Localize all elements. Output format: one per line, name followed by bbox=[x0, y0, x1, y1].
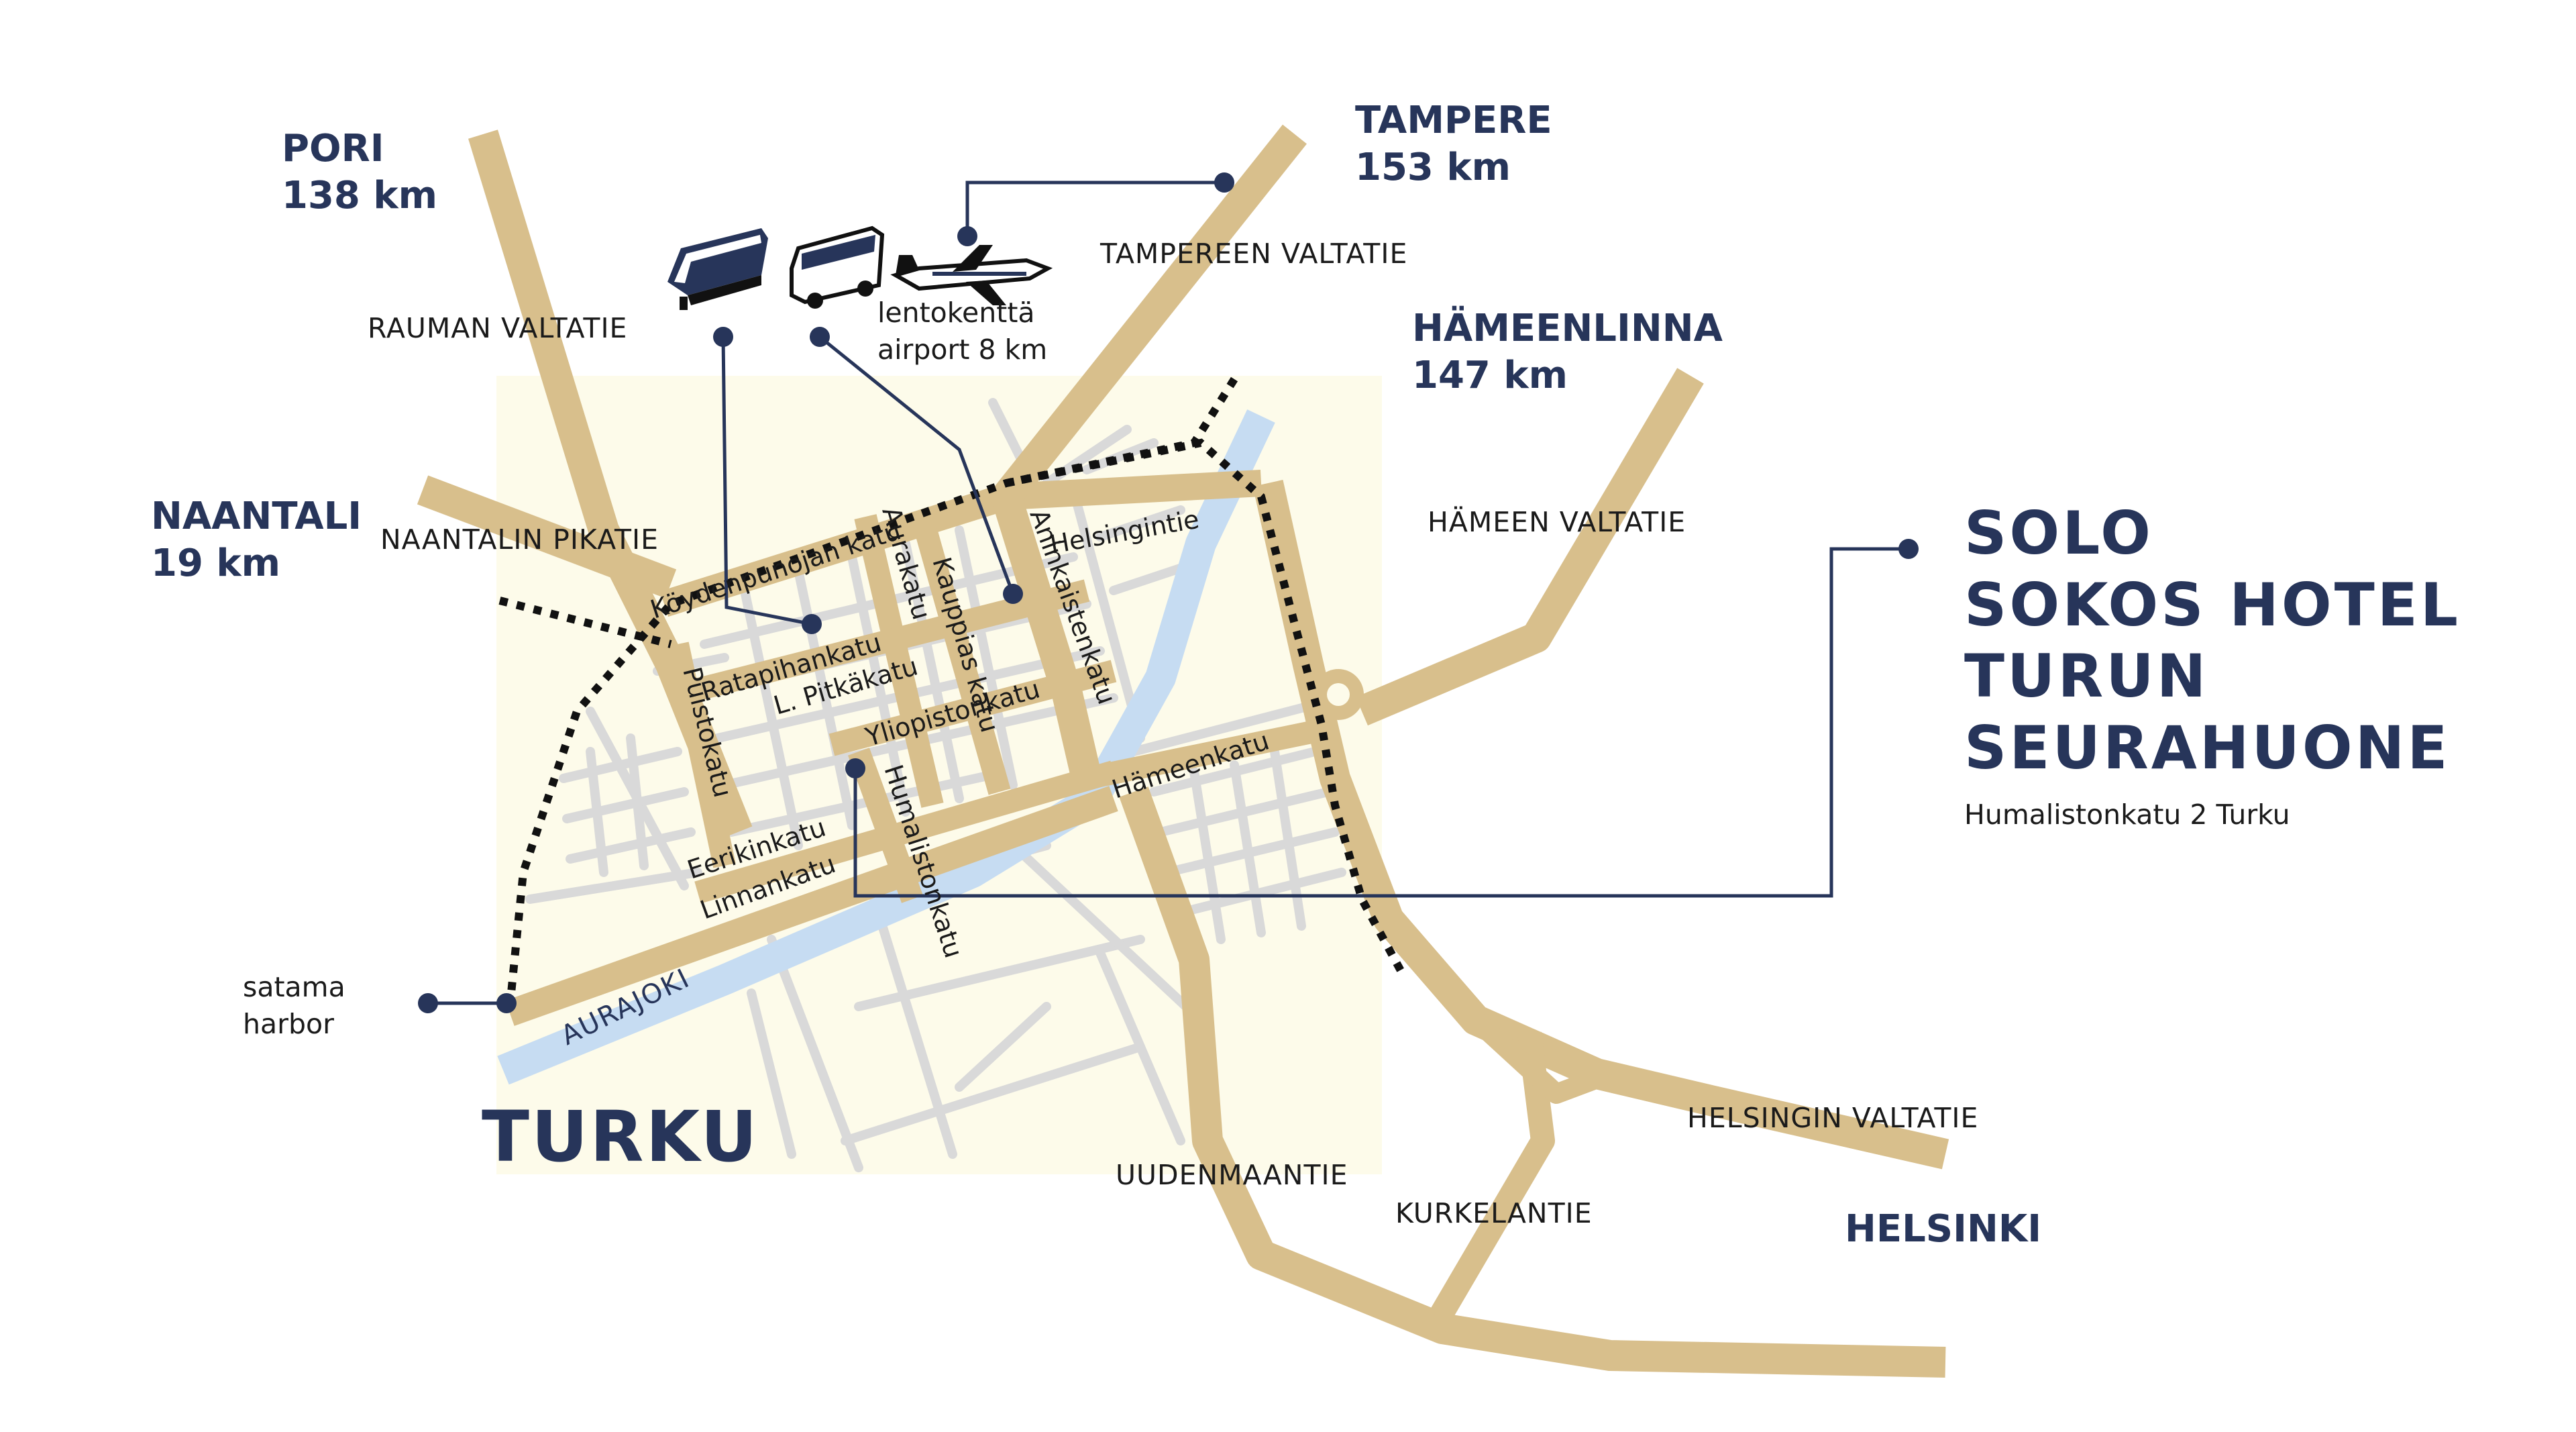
train-station-location bbox=[802, 614, 822, 634]
harbor-label-fi: satama bbox=[243, 971, 345, 1003]
hameenlinna-distance: 147 km bbox=[1412, 354, 1568, 397]
airport-line-marker bbox=[1214, 172, 1234, 193]
helsingin-valtatie-label: HELSINGIN VALTATIE bbox=[1687, 1102, 1978, 1134]
airplane-icon bbox=[890, 245, 1053, 305]
harbor-label-en: harbor bbox=[243, 1008, 334, 1040]
airport-label-fi: lentokenttä bbox=[877, 297, 1035, 329]
helsinki-label: HELSINKI bbox=[1845, 1207, 2041, 1251]
train-icon bbox=[667, 228, 768, 310]
markers bbox=[418, 172, 1919, 1013]
uudenmaantie-label: UUDENMAANTIE bbox=[1116, 1159, 1348, 1191]
train-station-marker bbox=[713, 327, 733, 347]
harbor-marker bbox=[418, 993, 438, 1013]
tampere-distance: 153 km bbox=[1355, 146, 1511, 189]
pori-distance: 138 km bbox=[282, 174, 437, 217]
airport-label-en: airport 8 km bbox=[877, 334, 1047, 366]
harbor-location-marker bbox=[496, 993, 517, 1013]
bus-icon bbox=[790, 225, 885, 309]
ring-road-dotted bbox=[498, 376, 1406, 1007]
turku-city-label: TURKU bbox=[482, 1096, 759, 1178]
hotel-name-line2: SOKOS HOTEL bbox=[1964, 570, 2461, 640]
pori-label: PORI bbox=[282, 127, 384, 170]
bus-station-location bbox=[1003, 584, 1023, 604]
hameen-valtatie-label: HÄMEEN VALTATIE bbox=[1428, 506, 1686, 538]
kurkelantie-label: KURKELANTIE bbox=[1395, 1197, 1593, 1229]
hotel-address: Humalistonkatu 2 Turku bbox=[1964, 799, 2290, 831]
bus-station-marker bbox=[810, 327, 830, 347]
hotel-name-line4: SEURAHUONE bbox=[1964, 713, 2451, 782]
hameenlinna-label: HÄMEENLINNA bbox=[1412, 307, 1723, 350]
rauman-valtatie-label: RAUMAN VALTATIE bbox=[368, 312, 627, 344]
tampereen-valtatie-label: TAMPEREEN VALTATIE bbox=[1099, 238, 1407, 270]
naantali-label: NAANTALI bbox=[151, 495, 362, 538]
tampere-label: TAMPERE bbox=[1355, 99, 1552, 142]
connector-lines bbox=[428, 181, 1909, 1005]
major-roads bbox=[417, 124, 1949, 1378]
naantali-distance: 19 km bbox=[151, 542, 280, 585]
airplane-marker bbox=[957, 226, 977, 246]
hotel-location-marker bbox=[845, 758, 865, 778]
hotel-name-line1: SOLO bbox=[1964, 499, 2153, 568]
hotel-name-line3: TURUN bbox=[1964, 642, 2208, 711]
naantalin-pikatie-label: NAANTALIN PIKATIE bbox=[380, 523, 659, 556]
hotel-label-marker bbox=[1898, 539, 1919, 559]
